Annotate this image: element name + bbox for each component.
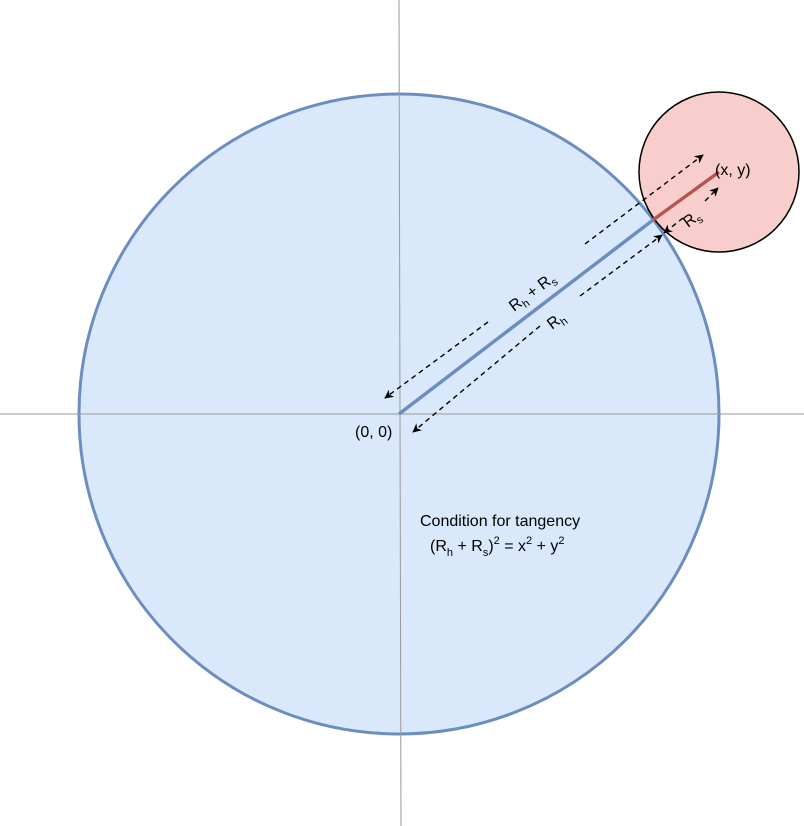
sum-radius-arrow-lower bbox=[384, 321, 489, 399]
small-radius-arrow-upper bbox=[704, 187, 719, 202]
formula-sub-s: s bbox=[483, 547, 489, 559]
formula-close: ) bbox=[488, 538, 493, 555]
condition-title: Condition for tangency bbox=[420, 513, 580, 530]
host-radius-arrow-upper bbox=[579, 234, 663, 297]
formula-sup-2b: 2 bbox=[526, 535, 532, 547]
origin-label: (0, 0) bbox=[355, 424, 392, 441]
host-radius-arrow-lower bbox=[412, 325, 541, 433]
host-radius-line bbox=[397, 218, 655, 416]
condition-formula: (Rh + Rs)2 = x2 + y2 bbox=[430, 535, 564, 559]
formula-open: (R bbox=[430, 538, 447, 555]
small-radius-line bbox=[651, 170, 721, 222]
formula-plus2: + y bbox=[532, 538, 558, 555]
formula-eq: = x bbox=[500, 538, 526, 555]
formula-plus: + R bbox=[453, 538, 483, 555]
small-radius-arrow-lower bbox=[663, 217, 684, 234]
sum-radius-arrow-upper bbox=[584, 154, 704, 245]
formula-sup-2c: 2 bbox=[558, 535, 564, 547]
point-label: (x, y) bbox=[715, 162, 751, 179]
formula-sup-2a: 2 bbox=[494, 535, 500, 547]
formula-sub-h: h bbox=[447, 547, 453, 559]
